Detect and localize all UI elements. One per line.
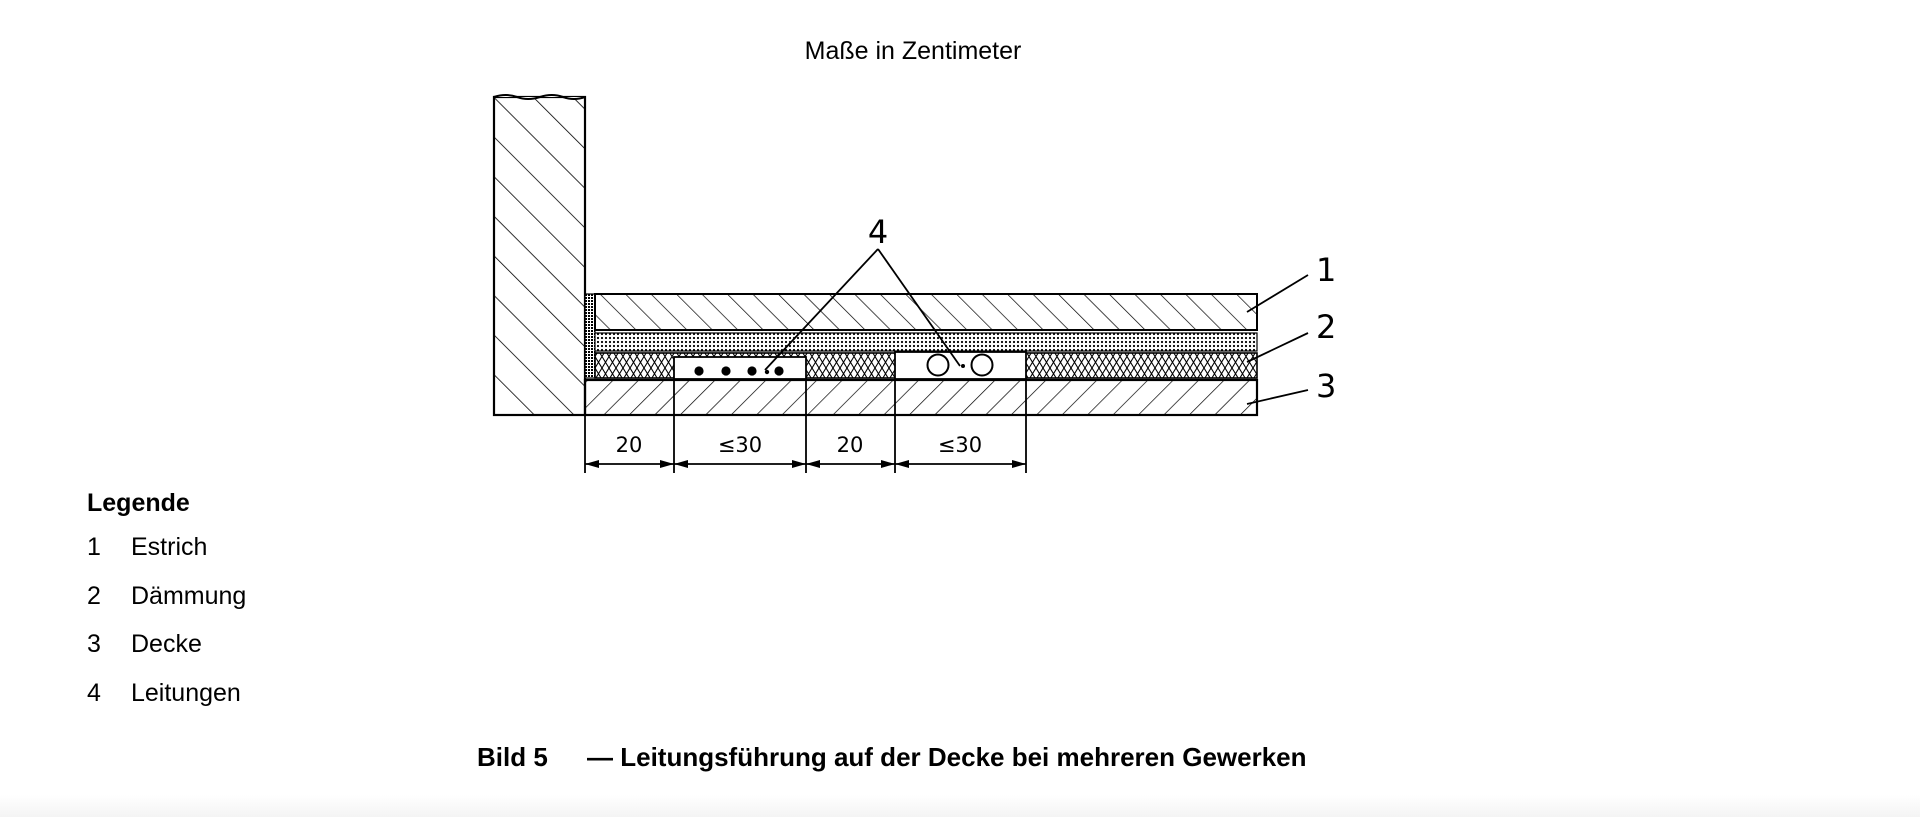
- figure-caption-label: Bild 5: [477, 742, 548, 772]
- legend-item: 1 Estrich: [87, 533, 246, 582]
- dimension-label-4: ≤30: [938, 433, 982, 457]
- callout-2: 2: [1246, 308, 1336, 363]
- legend-item-number: 4: [87, 679, 101, 708]
- legend-item: 4 Leitungen: [87, 679, 246, 728]
- legend-item-number: 2: [87, 581, 101, 610]
- figure-caption-text: — Leitungsführung auf der Decke bei mehr…: [587, 742, 1307, 772]
- legend-item-label: Decke: [131, 630, 202, 659]
- callout-label-3: 3: [1316, 367, 1336, 405]
- legend-item: 2 Dämmung: [87, 582, 246, 631]
- dimension-label-3: 20: [837, 433, 864, 457]
- legend-item-label: Dämmung: [131, 581, 247, 610]
- dimension-label-2: ≤30: [718, 433, 762, 457]
- callout-label-1: 1: [1316, 251, 1336, 289]
- callout-4: 4: [764, 213, 961, 371]
- legend-item-number: 1: [87, 533, 101, 561]
- separating-film: [594, 332, 1258, 352]
- callout-1: 1: [1246, 251, 1336, 313]
- legend-list: 1 Estrich 2 Dämmung 3 Decke 4 Leitungen: [87, 533, 246, 728]
- units-note: Maße in Zentimeter: [804, 37, 1022, 65]
- screed-layer: [594, 293, 1258, 331]
- dimension-label-1: 20: [616, 433, 643, 457]
- dimension-chain: [584, 379, 1027, 473]
- slab-layer: [583, 378, 1259, 417]
- figure-caption: Bild 5 — Leitungsführung auf der Decke be…: [477, 742, 1307, 773]
- callout-label-2: 2: [1316, 308, 1336, 346]
- callout-3: 3: [1246, 367, 1336, 405]
- legend-item-number: 3: [87, 630, 101, 659]
- conduit-channel-cables: [673, 356, 807, 380]
- legend-item: 3 Decke: [87, 630, 246, 679]
- legend-title: Legende: [87, 489, 190, 517]
- wall-section: [492, 94, 587, 417]
- legend-item-label: Leitungen: [131, 679, 241, 708]
- edge-insulation-strip: [584, 293, 596, 379]
- callout-label-4: 4: [868, 213, 888, 251]
- legend-item-label: Estrich: [131, 533, 208, 561]
